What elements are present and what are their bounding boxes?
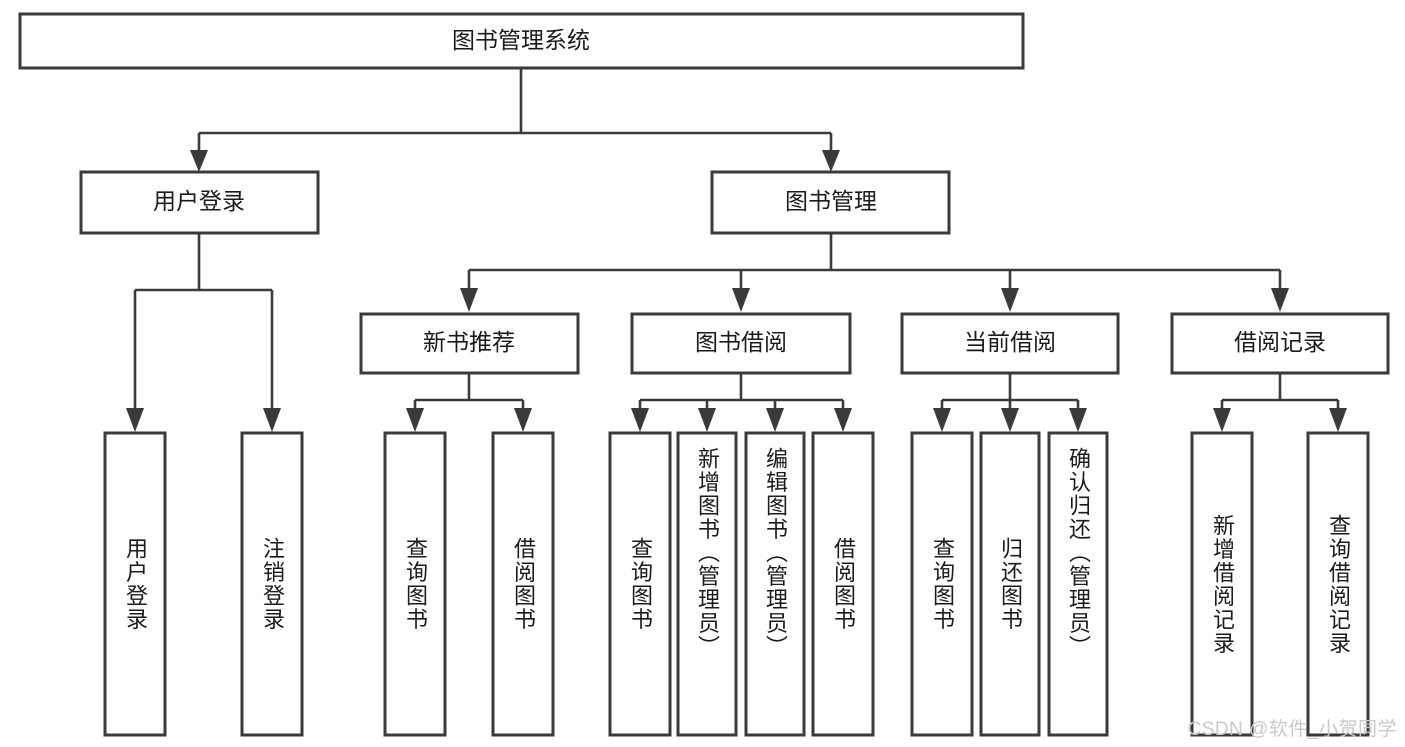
arrowhead-leaf-borrow-edit bbox=[766, 408, 784, 432]
arrowhead-leaf-borrow-query bbox=[631, 408, 649, 432]
leaf-boxes bbox=[103, 431, 1370, 737]
node-root-label: 图书管理系统 bbox=[452, 27, 590, 53]
arrowhead-leaf-rec-borrow bbox=[514, 408, 532, 432]
leaf-box-cur-confirm[interactable] bbox=[1047, 431, 1109, 737]
node-borrow-record-box bbox=[1170, 312, 1390, 375]
node-user-login[interactable]: 用户登录 bbox=[79, 170, 320, 235]
csdn-watermark: CSDN @软件_小贺同学 bbox=[1187, 719, 1397, 740]
node-current-borrow-label: 当前借阅 bbox=[964, 329, 1056, 355]
node-root[interactable]: 图书管理系统 bbox=[18, 12, 1025, 70]
node-root-box bbox=[18, 12, 1025, 70]
node-new-book-rec-box bbox=[359, 312, 580, 375]
node-user-login-box bbox=[79, 170, 320, 235]
node-book-borrow-label: 图书借阅 bbox=[695, 329, 787, 355]
leaf-box-rec-borrow[interactable] bbox=[491, 431, 555, 737]
node-new-book-rec[interactable]: 新书推荐 bbox=[359, 312, 580, 375]
node-borrow-record[interactable]: 借阅记录 bbox=[1170, 312, 1390, 375]
node-borrow-record-label: 借阅记录 bbox=[1234, 329, 1326, 355]
node-book-manage-box bbox=[710, 170, 951, 235]
leaf-box-logout[interactable] bbox=[240, 431, 304, 737]
node-book-borrow[interactable]: 图书借阅 bbox=[630, 312, 852, 375]
arrowhead-leaf-user-login bbox=[126, 408, 144, 432]
leaf-box-cur-query[interactable] bbox=[910, 431, 974, 737]
leaf-box-borrow-query[interactable] bbox=[608, 431, 672, 737]
leaf-box-rec-query[interactable] bbox=[383, 431, 447, 737]
arrowhead-leaf-cur-query bbox=[933, 408, 951, 432]
arrowhead-leaf-rec-query bbox=[406, 408, 424, 432]
arrowhead-current-borrow bbox=[1001, 288, 1019, 312]
arrowhead-leaf-borrow-do bbox=[834, 408, 852, 432]
leaf-box-user-login[interactable] bbox=[103, 431, 167, 737]
arrowhead-leaf-cur-confirm bbox=[1069, 408, 1087, 432]
node-book-manage-label: 图书管理 bbox=[785, 188, 877, 214]
node-current-borrow[interactable]: 当前借阅 bbox=[900, 312, 1120, 375]
arrowhead-book-manage bbox=[822, 150, 840, 172]
leaf-box-cur-return[interactable] bbox=[979, 431, 1041, 737]
arrowhead-user-login bbox=[190, 150, 208, 172]
connectors bbox=[126, 68, 1347, 432]
arrowhead-leaf-logout bbox=[263, 408, 281, 432]
arrowhead-leaf-borrow-add bbox=[698, 408, 716, 432]
leaf-box-borrow-edit[interactable] bbox=[744, 431, 806, 737]
leaf-box-rec-query2[interactable] bbox=[1306, 431, 1370, 737]
node-user-login-label: 用户登录 bbox=[153, 188, 245, 214]
arrowhead-leaf-rec-add bbox=[1213, 408, 1231, 432]
arrowhead-new-book-rec bbox=[460, 288, 478, 312]
leaf-box-borrow-do[interactable] bbox=[811, 431, 875, 737]
arrowhead-leaf-rec-query2 bbox=[1329, 408, 1347, 432]
arrowhead-borrow-record bbox=[1271, 288, 1289, 312]
leaf-box-borrow-add[interactable] bbox=[676, 431, 738, 737]
node-book-manage[interactable]: 图书管理 bbox=[710, 170, 951, 235]
node-book-borrow-box bbox=[630, 312, 852, 375]
node-new-book-rec-label: 新书推荐 bbox=[423, 329, 515, 355]
arrowhead-book-borrow bbox=[732, 288, 750, 312]
node-current-borrow-box bbox=[900, 312, 1120, 375]
arrowhead-leaf-cur-return bbox=[1001, 408, 1019, 432]
leaf-box-rec-add[interactable] bbox=[1190, 431, 1254, 737]
